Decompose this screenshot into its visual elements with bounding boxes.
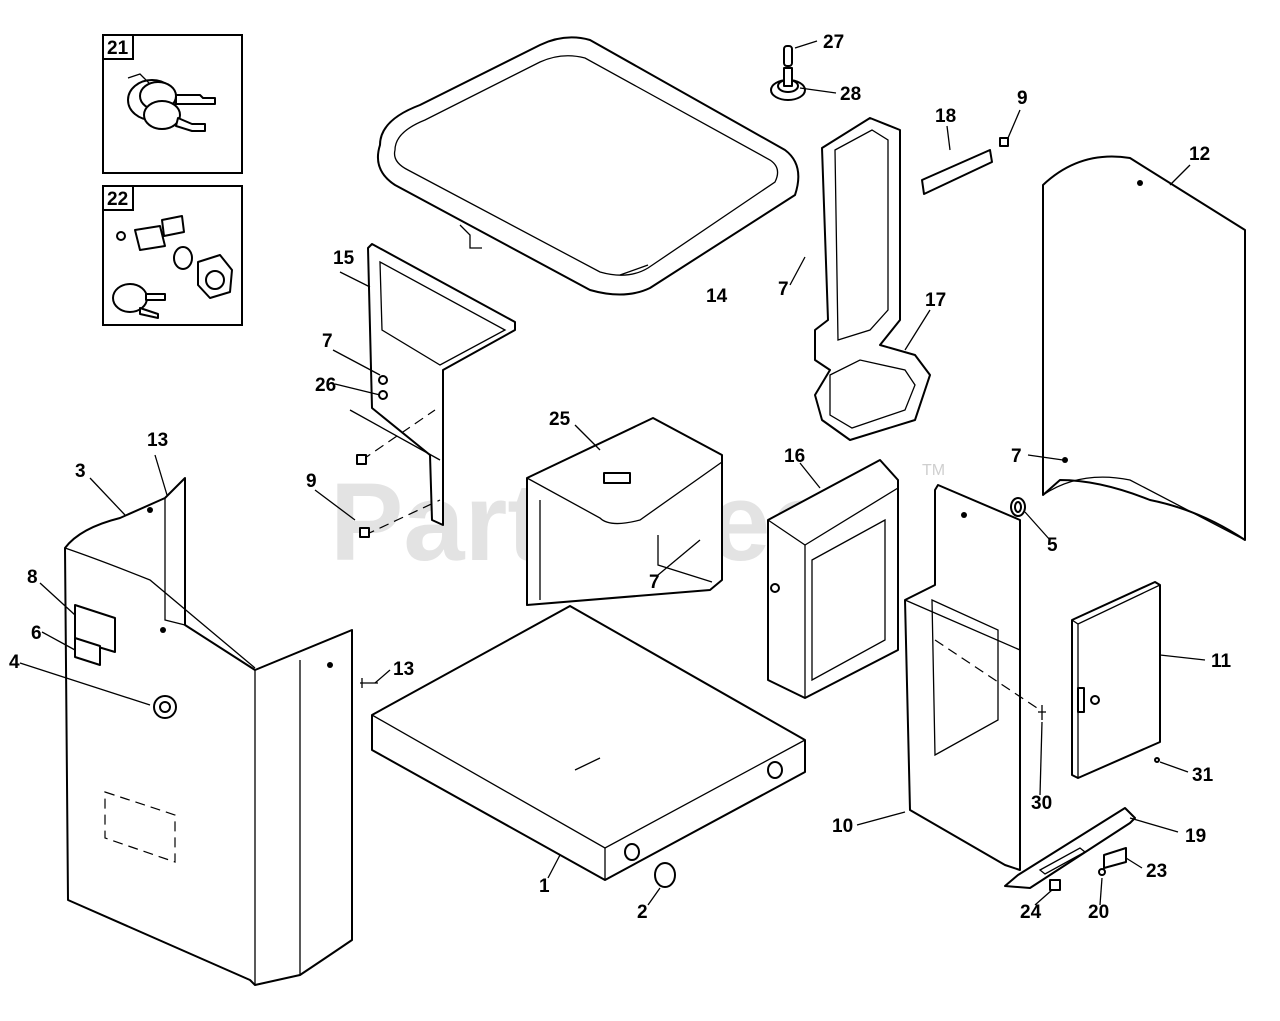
callout-3: 3: [75, 461, 86, 482]
callout-10: 10: [832, 816, 853, 837]
watermark-tm: TM: [922, 462, 945, 479]
part-15-bracket: [349, 243, 516, 526]
part-9-nut-top: [999, 137, 1009, 147]
callout-30: 30: [1031, 793, 1052, 814]
callout-23: 23: [1146, 861, 1167, 882]
part-30-screw: [1038, 705, 1046, 720]
lock-kit-icon: [112, 215, 233, 319]
part-19-bar: [1004, 807, 1136, 889]
part-23-label: [1103, 847, 1127, 869]
callout-11: 11: [1211, 651, 1232, 672]
part-2-plug: [654, 862, 676, 888]
part-27-28-knob: [770, 45, 806, 101]
callout-1: 1: [539, 876, 550, 897]
callout-7-b: 7: [322, 331, 333, 352]
part-18-strip: [921, 149, 993, 195]
callout-25: 25: [549, 409, 571, 430]
inset-box-21: 21: [102, 34, 243, 174]
callout-9-top: 9: [1017, 88, 1028, 109]
leader-lines: [19, 40, 1206, 906]
part-24-label: [1049, 879, 1061, 891]
callout-18: 18: [935, 106, 956, 127]
callout-27: 27: [823, 32, 844, 53]
callout-31: 31: [1192, 765, 1214, 786]
callout-13-mid: 13: [393, 659, 414, 680]
inset-22-label: 22: [107, 189, 128, 210]
part-25-tray: [526, 417, 723, 606]
part-10-front-panel: [904, 484, 1041, 871]
callout-5: 5: [1047, 535, 1058, 556]
callout-9-left: 9: [306, 471, 317, 492]
callout-7-a: 7: [778, 279, 789, 300]
callout-26: 26: [315, 375, 336, 396]
part-17-duct: [814, 117, 931, 441]
inset-box-22: 22: [102, 185, 243, 326]
callout-14: 14: [706, 286, 728, 307]
callout-28: 28: [840, 84, 861, 105]
callout-7-d: 7: [649, 572, 660, 593]
callout-6: 6: [31, 623, 42, 644]
part-16-control-box: [767, 459, 899, 699]
callout-labels: 14 27 28 18 9 12 7 17 15 7 26 25 16 7 5 …: [9, 32, 1232, 923]
part-11-door: [1071, 581, 1161, 779]
callout-19: 19: [1185, 826, 1206, 847]
callout-24: 24: [1020, 902, 1042, 923]
part-5-bushing: [1010, 497, 1026, 517]
part-1-base: [371, 605, 806, 881]
part-14-top-lid: [376, 36, 800, 296]
callout-4: 4: [9, 652, 20, 673]
callout-15: 15: [333, 248, 355, 269]
part-12-right-panel: [1042, 155, 1246, 541]
callout-17: 17: [925, 290, 946, 311]
callout-16: 16: [784, 446, 805, 467]
key-set-icon: [127, 73, 216, 132]
part-20-screw: [1098, 868, 1106, 876]
callout-20: 20: [1088, 902, 1109, 923]
part-9-nut-a: [356, 454, 367, 465]
callout-12: 12: [1189, 144, 1210, 165]
callout-2: 2: [637, 902, 648, 923]
inset-21-label: 21: [107, 38, 129, 59]
part-9-nut-b: [359, 527, 370, 538]
callout-7-c: 7: [1011, 446, 1022, 467]
callout-13-top: 13: [147, 430, 168, 451]
part-31-pin: [1154, 757, 1160, 763]
callout-8: 8: [27, 567, 38, 588]
part-3-left-housing: [64, 477, 353, 986]
